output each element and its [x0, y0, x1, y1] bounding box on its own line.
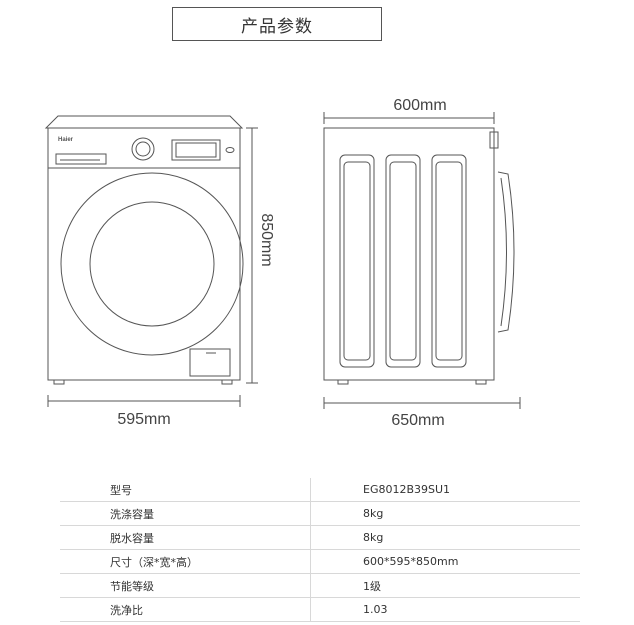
spec-value: EG8012B39SU1: [310, 478, 580, 502]
detergent-drawer: [55, 153, 107, 165]
page-title: 产品参数: [172, 7, 382, 41]
program-knob: [131, 137, 155, 161]
spec-label: 型号: [60, 478, 311, 502]
spec-label: 尺寸（深*宽*高）: [60, 549, 311, 574]
spec-value: 1.03: [310, 597, 580, 622]
side-view: [323, 127, 515, 385]
front-width-label: 595mm: [117, 411, 170, 428]
brand-logo-text: Haier: [58, 137, 74, 143]
side-depth-label: 600mm: [393, 97, 446, 114]
spec-value: 1级: [310, 573, 580, 598]
front-view: [44, 115, 244, 385]
spec-label: 洗净比: [60, 597, 311, 622]
washer-dimension-diagram: Haier 595mm 850mm 600mm 650mm: [44, 97, 521, 429]
spec-value: 8kg: [310, 501, 580, 526]
front-body: [47, 127, 241, 381]
spec-value: 8kg: [310, 525, 580, 550]
dimension-lines: [47, 112, 521, 409]
spec-value: 600*595*850mm: [310, 549, 580, 574]
spec-label: 节能等级: [60, 573, 311, 598]
spec-label: 脱水容量: [60, 525, 311, 550]
table-row: 尺寸（深*宽*高）600*595*850mm: [60, 549, 580, 574]
logo-oval: [225, 147, 235, 153]
total-depth-label: 650mm: [391, 412, 444, 429]
height-label: 850mm: [258, 213, 275, 266]
display-panel: [171, 139, 221, 161]
side-body: [323, 127, 495, 381]
door-glass: [89, 201, 215, 327]
door-outer-ring: [60, 172, 244, 356]
filter-cover: [189, 348, 231, 377]
spec-label: 洗涤容量: [60, 501, 311, 526]
